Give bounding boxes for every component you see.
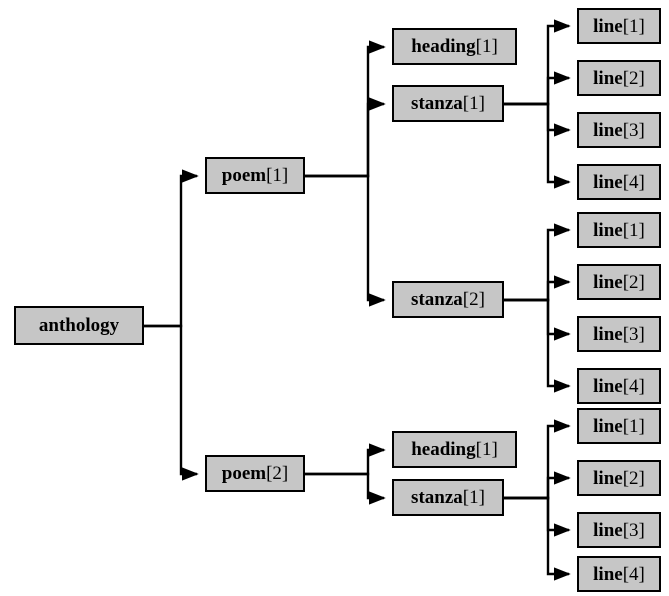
node-poem1[interactable]: poem[1] [205,157,305,194]
node-label-name: heading [411,439,476,460]
node-s2line4[interactable]: line[4] [577,368,661,404]
edge-group [144,19,571,581]
edge-p1stanza2-to-s2line4 [504,298,571,393]
node-s3line2[interactable]: line[2] [577,460,661,496]
node-p2head1[interactable]: heading[1] [392,431,517,468]
node-s2line1[interactable]: line[1] [577,212,661,248]
node-label-index: [3] [622,119,645,141]
node-label-index: [2] [622,67,645,89]
node-label-name: poem [221,463,267,484]
node-p1stanza2[interactable]: stanza[2] [392,281,504,318]
node-label-name: line [593,519,623,541]
edge-p1stanza2-to-s2line2 [504,275,571,302]
node-s1line1[interactable]: line[1] [577,8,661,44]
node-label-name: line [593,219,623,241]
node-label-name: heading [411,36,476,57]
node-s3line3[interactable]: line[3] [577,512,661,548]
node-p1head1[interactable]: heading[1] [392,28,517,65]
node-label-index: [1] [622,219,645,241]
node-label-name: line [593,67,623,89]
edge-p1stanza1-to-s1line2 [504,71,571,106]
node-label-index: [2] [266,463,289,484]
node-p1stanza1[interactable]: stanza[1] [392,85,504,122]
edge-anthology-to-poem1 [144,169,199,328]
node-label-index: [1] [475,439,498,460]
node-label-name: stanza [411,289,463,310]
node-label-name: poem [221,165,267,186]
edge-anthology-to-poem2 [144,324,199,481]
node-label-index: [4] [622,375,645,397]
node-label-index: [4] [622,563,645,585]
edge-p1stanza1-to-s1line4 [504,102,571,189]
edge-p1stanza2-to-s2line1 [504,223,571,302]
edge-p2stanza1-to-s3line3 [504,496,571,537]
edge-p1stanza1-to-s1line3 [504,102,571,137]
node-label-name: line [593,563,623,585]
node-s1line3[interactable]: line[3] [577,112,661,148]
node-label-name: line [593,467,623,489]
edge-poem2-to-p2stanza1 [305,472,386,505]
node-s1line2[interactable]: line[2] [577,60,661,96]
node-label-index: [4] [622,171,645,193]
node-anthology[interactable]: anthology [14,306,144,345]
edge-p1stanza2-to-s2line3 [504,298,571,341]
node-poem2[interactable]: poem[2] [205,455,305,492]
node-label-index: [2] [622,271,645,293]
node-label-name: line [593,119,623,141]
edge-p2stanza1-to-s3line2 [504,471,571,500]
edge-poem1-to-p1stanza1 [305,97,386,178]
node-label-name: line [593,375,623,397]
edge-poem1-to-p1head1 [305,40,386,178]
node-label-index: [3] [622,519,645,541]
node-label-index: [1] [475,36,498,57]
node-label-index: [1] [462,93,485,114]
node-label-index: [2] [622,467,645,489]
node-s1line4[interactable]: line[4] [577,164,661,200]
node-label-index: [1] [266,165,289,186]
node-p2stanza1[interactable]: stanza[1] [392,479,504,516]
node-label-name: anthology [38,315,120,336]
node-s3line1[interactable]: line[1] [577,408,661,444]
node-label-name: line [593,271,623,293]
node-label-name: line [593,171,623,193]
node-s2line2[interactable]: line[2] [577,264,661,300]
node-label-name: stanza [411,93,463,114]
node-label-name: line [593,415,623,437]
node-label-index: [1] [622,15,645,37]
edge-p2stanza1-to-s3line4 [504,496,571,581]
node-label-name: line [593,15,623,37]
node-label-index: [1] [622,415,645,437]
edge-poem1-to-p1stanza2 [305,174,386,307]
node-label-index: [3] [622,323,645,345]
node-label-name: stanza [411,487,463,508]
node-label-index: [1] [462,487,485,508]
edge-poem2-to-p2head1 [305,443,386,476]
node-s3line4[interactable]: line[4] [577,556,661,592]
node-label-index: [2] [462,289,485,310]
node-label-name: line [593,323,623,345]
node-s2line3[interactable]: line[3] [577,316,661,352]
